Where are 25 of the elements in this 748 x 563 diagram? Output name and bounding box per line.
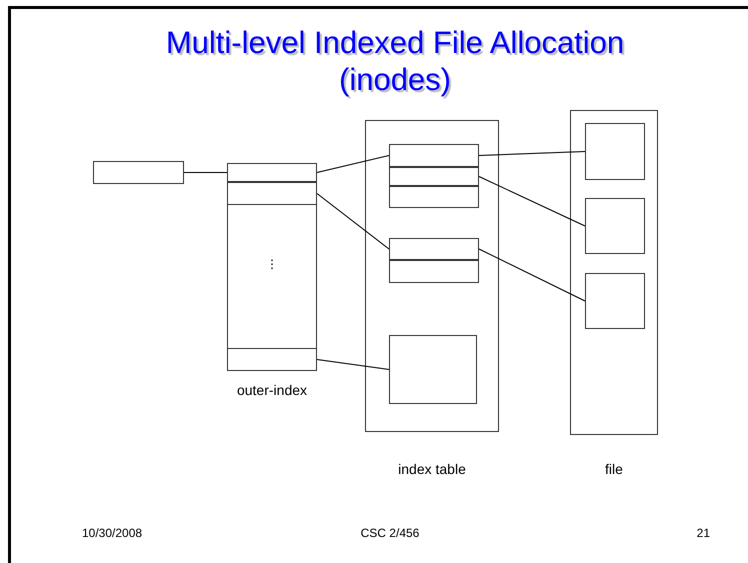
slide-title: Multi-level Indexed File Allocation (inodes)	[164, 24, 626, 98]
connector-line	[316, 359, 390, 370]
column-box	[227, 163, 317, 371]
entry-box	[585, 198, 645, 254]
connector-line	[316, 193, 390, 250]
caption-text: outer-index	[236, 381, 308, 400]
footer-text: 21	[696, 525, 710, 542]
pointer-box	[93, 161, 184, 184]
entry-box	[389, 335, 477, 404]
footer-text: 10/30/2008	[82, 525, 144, 542]
caption-text: index table	[397, 460, 467, 479]
footer-text: CSC 2/456	[360, 525, 420, 542]
connector-line	[478, 151, 586, 156]
ellipsis-text: ⋮	[265, 256, 279, 273]
caption-text: file	[604, 460, 624, 479]
column-box	[570, 110, 658, 435]
column-box	[365, 120, 499, 432]
entry-box	[389, 167, 479, 186]
entry-box	[227, 182, 317, 205]
connector-line	[184, 172, 228, 173]
entry-box	[585, 273, 645, 329]
connector-line	[316, 155, 390, 173]
connector-line	[478, 176, 586, 226]
entry-box	[585, 123, 645, 180]
connector-line	[478, 248, 586, 302]
